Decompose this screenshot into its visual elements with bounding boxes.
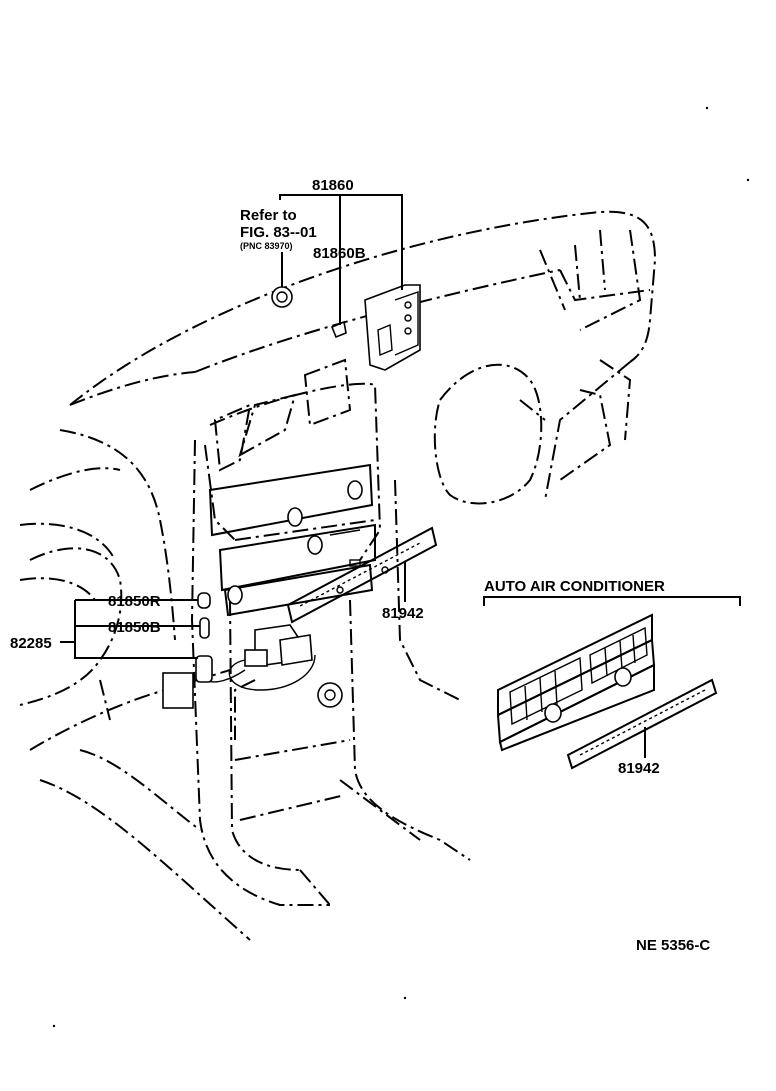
label-81860B: 81860B — [313, 245, 366, 262]
label-82285: 82285 — [10, 635, 52, 652]
center-console-outline — [164, 358, 543, 906]
part-labels: 81860 Refer to FIG. 83--01 (PNC 83970) 8… — [10, 177, 710, 954]
label-81850R: 81850R — [108, 593, 161, 610]
scan-specks — [52, 106, 750, 1028]
refer-grommet — [271, 286, 293, 308]
label-auto-ac-title: AUTO AIR CONDITIONER — [484, 578, 665, 595]
label-figure-code: NE 5356-C — [636, 937, 710, 954]
label-81942-inset: 81942 — [618, 760, 660, 777]
auto-ac-inset — [496, 613, 718, 770]
switch-module-81860 — [364, 284, 421, 371]
label-refer-line1: Refer to — [240, 207, 297, 224]
bulbs — [162, 592, 213, 709]
leader-lines — [60, 194, 741, 758]
label-refer-line3: (PNC 83970) — [240, 241, 293, 251]
blower-switch-assembly — [204, 624, 343, 708]
radio-unit — [208, 463, 376, 617]
label-81942-main: 81942 — [382, 605, 424, 622]
label-81850B: 81850B — [108, 619, 161, 636]
climate-panel-81942 — [286, 526, 438, 624]
label-81860: 81860 — [312, 177, 354, 194]
dashboard-outline — [19, 210, 657, 941]
label-refer-line2: FIG. 83--01 — [240, 224, 317, 241]
